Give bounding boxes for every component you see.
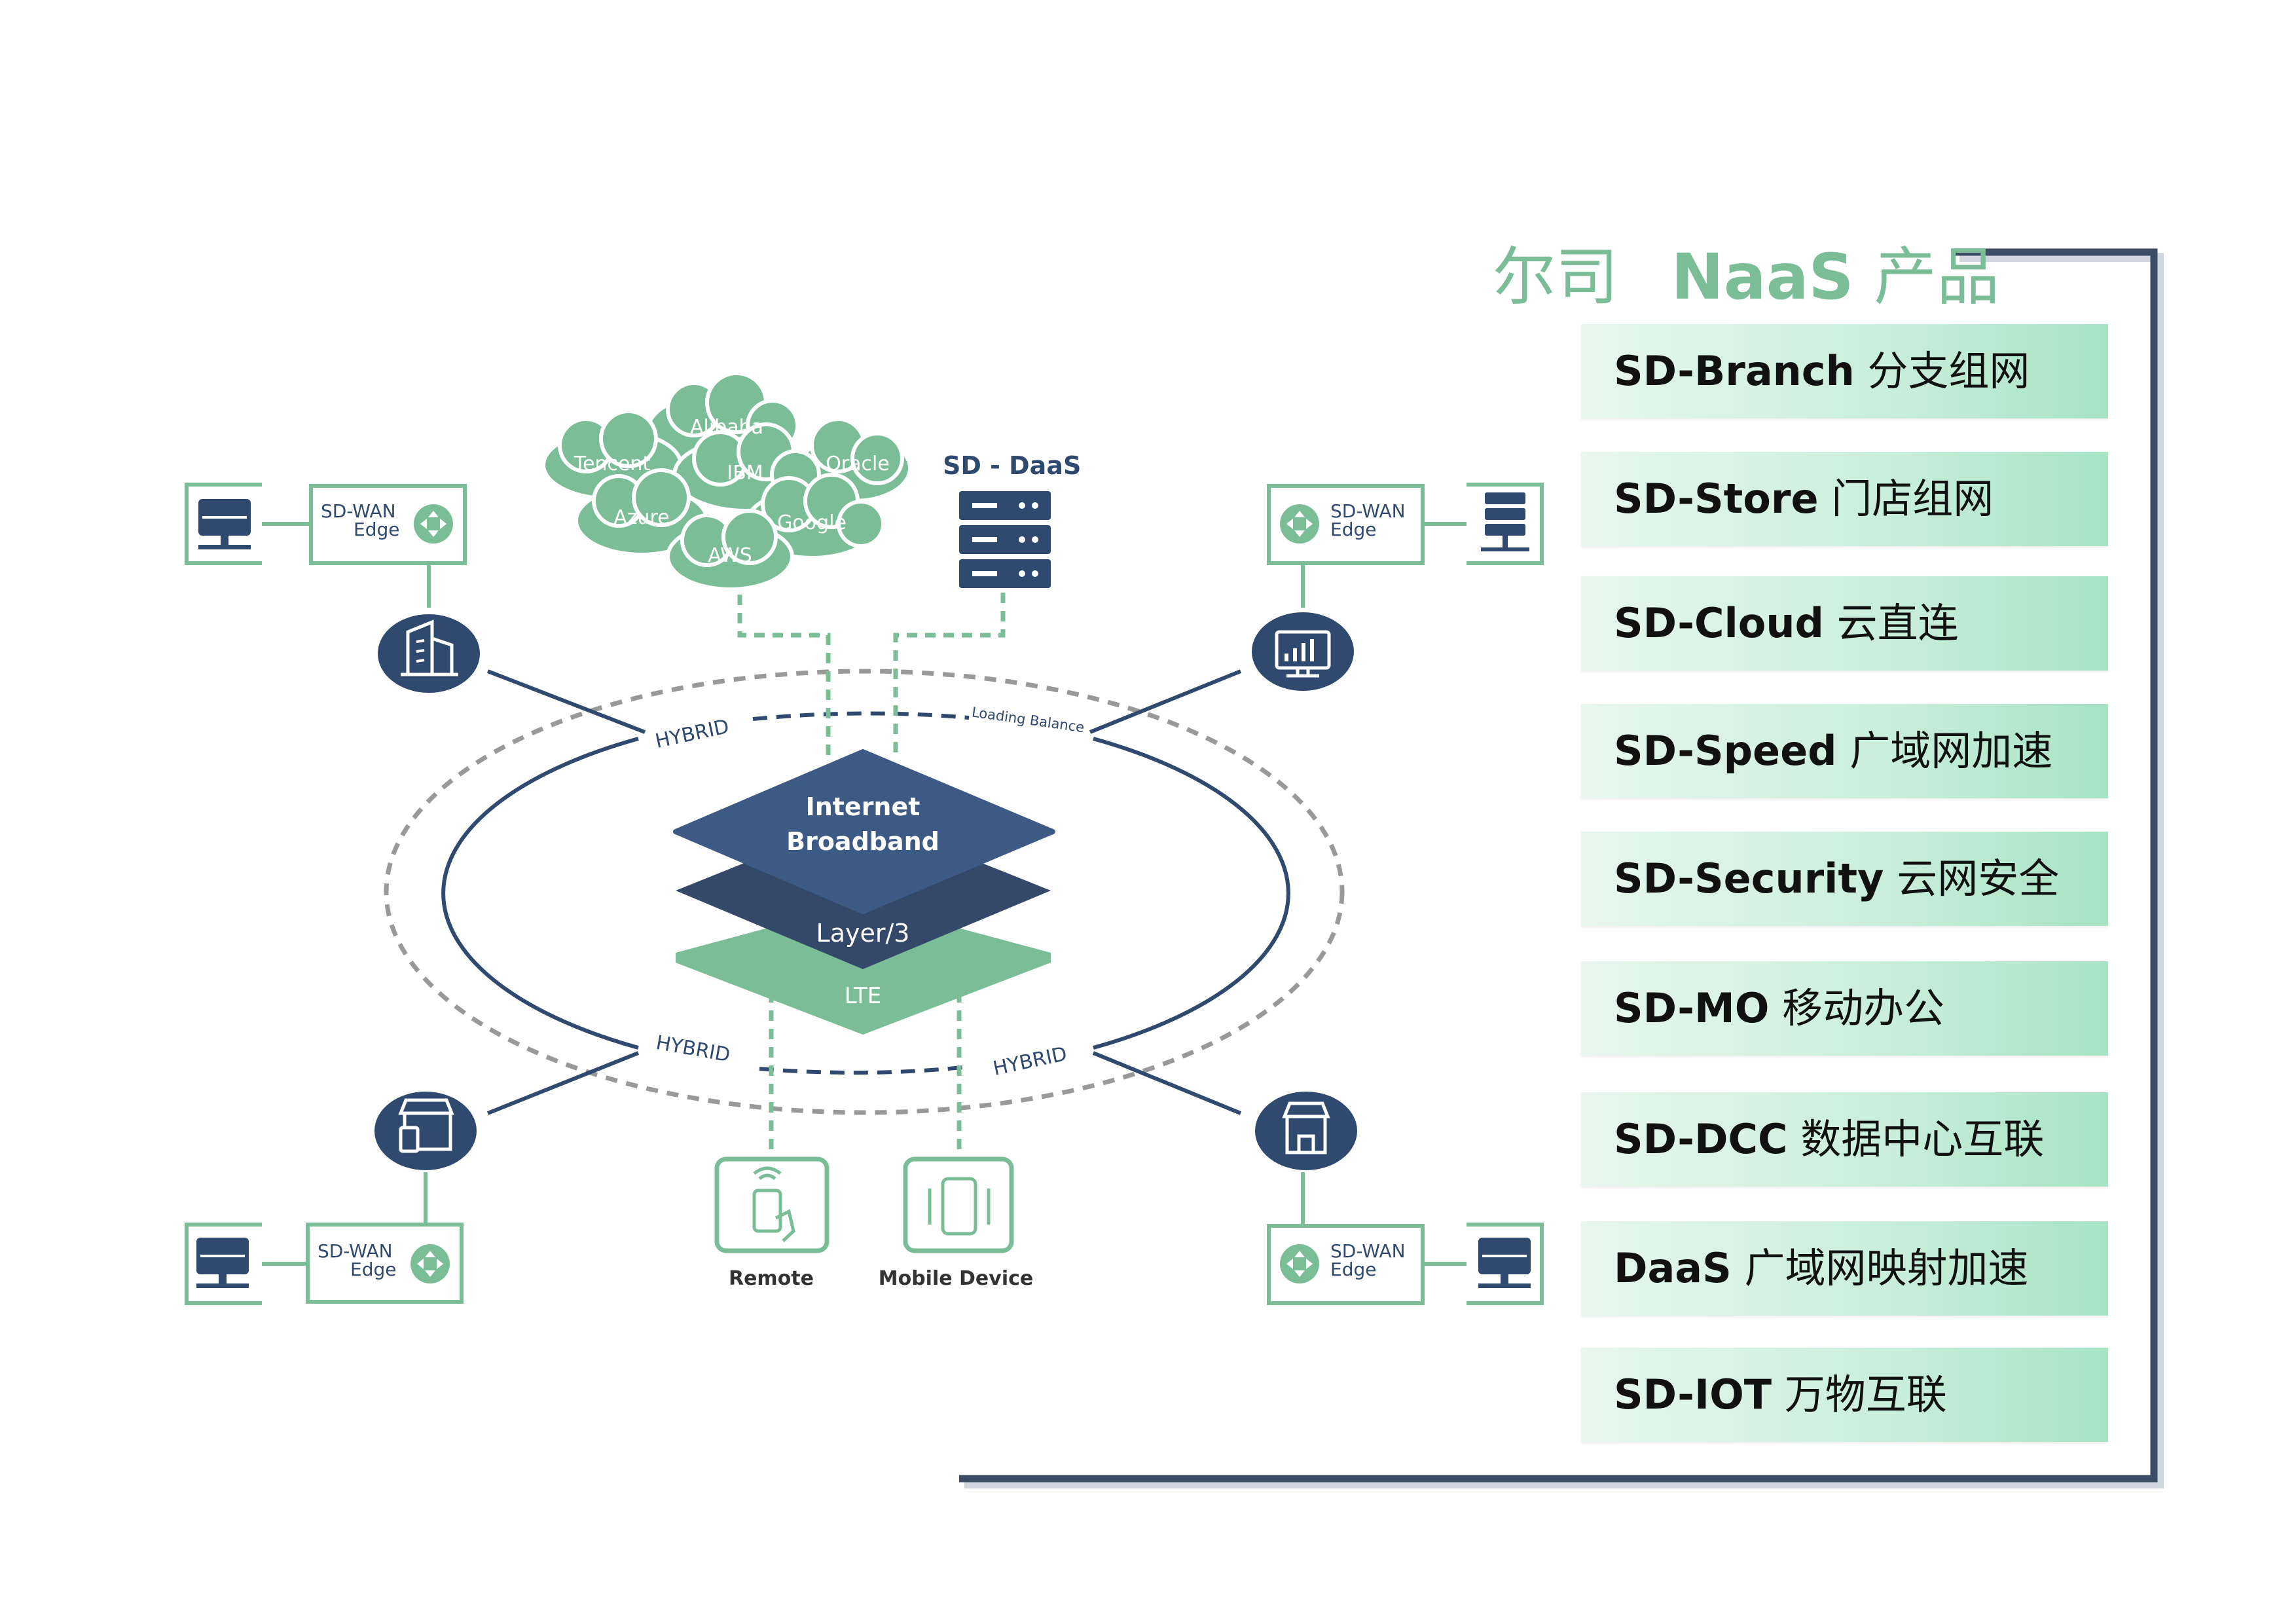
edge-label-edge: Edge [354,519,399,540]
cloud-azure [574,468,709,557]
product-name: SD-Cloud [1614,599,1824,647]
product-item-sd-iot[interactable]: SD-IOT 万物互联 [1581,1348,2108,1442]
remote-control-icon [752,1166,795,1242]
stack-internet-label-2: Broadband [786,827,939,856]
cloud-label-ibm: IBM [727,462,763,485]
product-name: SD-Speed [1614,727,1837,775]
monitor-icon [196,1238,249,1288]
cloud-label-azure: Azure [613,506,669,529]
cloud-cluster [541,371,912,591]
edge-label-edge: Edge [1330,1259,1376,1280]
product-item-sd-security[interactable]: SD-Security 云网安全 [1581,832,2108,926]
hybrid-label-top-left: HYBRID [653,715,731,753]
outer-dashed-ring [384,669,1345,1115]
product-item-sd-store[interactable]: SD-Store 门店组网 [1581,452,2108,546]
panel-title: 尔司 NaaS 产品 [1493,226,1999,317]
mobile-label: Mobile Device [879,1267,1034,1290]
cloud-label-aws: AWS [708,544,752,567]
product-name: SD-MO [1614,984,1770,1032]
product-name: SD-DCC [1614,1115,1788,1163]
product-desc: 云网安全 [1897,855,2060,902]
stack-l3-label: Layer/3 [816,919,910,948]
edge-label-sdwan: SD-WAN [318,1240,393,1262]
cloud-google [744,473,885,560]
monitor-icon [198,499,251,549]
remote-label: Remote [729,1267,814,1290]
spoke-bottom-right [1092,1051,1242,1115]
product-desc: 移动办公 [1782,984,1945,1032]
stack-layer-internet [673,749,1055,914]
product-name: SD-Branch [1614,347,1855,395]
product-item-sd-mo[interactable]: SD-MO 移动办公 [1581,961,2108,1056]
edge-unit-bottom-right: SD-WAN Edge [1267,1172,1544,1305]
edge-label-sdwan: SD-WAN [1330,500,1406,522]
spoke-bottom-left [486,1051,640,1115]
router-icon [414,504,453,544]
product-item-sd-dcc[interactable]: SD-DCC 数据中心互联 [1581,1092,2108,1187]
server-rack-icon [1481,492,1529,551]
product-item-sd-speed[interactable]: SD-Speed 广域网加速 [1581,704,2108,798]
inner-ring-bottom [759,1065,963,1075]
product-name: SD-Security [1614,855,1884,902]
hybrid-label-bottom-left: HYBRID [654,1031,732,1067]
product-desc: 分支组网 [1867,347,2030,395]
hybrid-label-bottom-right: HYBRID [991,1043,1069,1080]
cloud-label-oracle: Oracle [826,452,890,475]
store-icon-left [374,1092,477,1170]
network-stack: LTE Layer/3 Internet Broadband [673,749,1055,1035]
server-icon [959,491,1051,588]
loading-balance-label: Loading Balance [971,704,1085,735]
router-icon [1280,504,1319,544]
edge-label-sdwan: SD-WAN [321,500,396,522]
product-name: SD-IOT [1614,1371,1772,1418]
link-daas [893,593,1006,760]
product-desc: 云直连 [1836,599,1959,647]
cloud-label-alibaba: Alibaba [690,416,763,439]
edge-label-edge: Edge [350,1259,396,1280]
spoke-top-right [1089,669,1242,734]
product-desc: 数据中心互联 [1800,1115,2045,1163]
product-item-daas[interactable]: DaaS 广域网映射加速 [1581,1221,2108,1316]
daas-label: SD - DaaS [943,451,1081,480]
product-desc: 广域网加速 [1850,727,2053,775]
title-brand: 尔司 [1493,240,1618,314]
product-name: DaaS [1614,1244,1732,1292]
building-icon [378,614,480,693]
monitor-icon [1478,1238,1531,1288]
mobile-device: Mobile Device [879,1156,1034,1290]
product-desc: 万物互联 [1784,1371,1947,1418]
edge-unit-bottom-left: SD-WAN Edge [185,1172,464,1305]
product-desc: 广域网映射加速 [1744,1244,2029,1292]
product-item-sd-cloud[interactable]: SD-Cloud 云直连 [1581,576,2108,671]
link-clouds [737,576,831,760]
inner-ring-right [1093,737,1290,1050]
cloud-aws [666,509,794,591]
title-product: 产品 [1874,240,2000,314]
mobile-phone-icon [928,1177,991,1236]
product-name: SD-Store [1614,475,1819,523]
stack-internet-label-1: Internet [806,792,920,821]
cloud-oracle [797,417,912,503]
edge-unit-top-left: SD-WAN Edge [185,483,467,608]
inner-ring-top [752,711,970,721]
edge-label-sdwan: SD-WAN [1330,1240,1406,1262]
router-icon [1280,1244,1319,1283]
remote-device: Remote [714,1156,829,1290]
analytics-monitor-icon [1252,612,1354,691]
stack-lte-label: LTE [845,983,882,1009]
cloud-label-tencent: Tencent [574,452,651,475]
store-icon-right [1255,1092,1357,1170]
title-naas: NaaS [1671,240,1854,314]
edge-label-edge: Edge [1330,519,1376,540]
spoke-top-left [486,669,646,734]
router-icon [410,1244,450,1283]
cloud-label-google: Google [777,511,847,534]
edge-unit-top-right: SD-WAN Edge [1267,483,1544,608]
inner-ring-left [441,737,639,1050]
product-desc: 门店组网 [1831,475,1994,523]
product-item-sd-branch[interactable]: SD-Branch 分支组网 [1581,324,2108,418]
